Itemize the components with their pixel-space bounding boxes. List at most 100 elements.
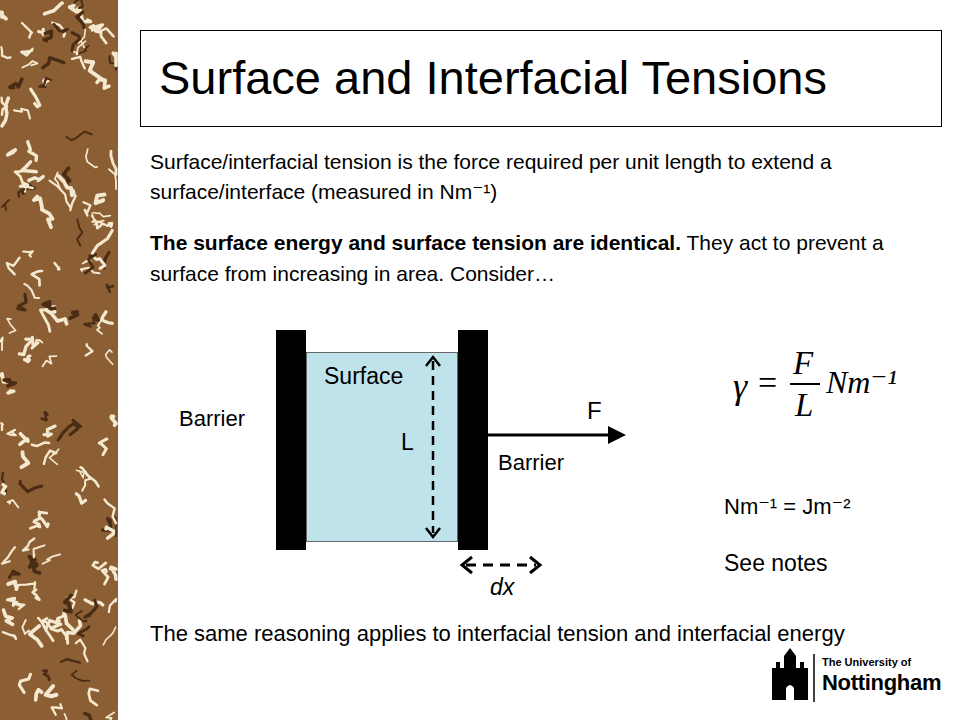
castle-logo bbox=[772, 648, 808, 700]
formula-denominator: L bbox=[795, 387, 813, 423]
texture-squiggle bbox=[8, 391, 14, 393]
length-arrowhead bbox=[426, 357, 440, 366]
fraction-bar bbox=[790, 383, 820, 385]
texture-squiggle bbox=[106, 527, 114, 538]
notes-reference-wrap: See notes bbox=[724, 550, 828, 577]
texture-squiggle bbox=[25, 356, 30, 362]
texture-squiggle bbox=[9, 571, 20, 578]
texture-squiggle bbox=[55, 263, 60, 269]
texture-squiggle bbox=[22, 61, 37, 68]
closing-text: The same reasoning applies to interfacia… bbox=[150, 616, 870, 652]
texture-squiggle bbox=[51, 629, 68, 644]
texture-squiggle bbox=[36, 690, 42, 700]
texture-squiggle bbox=[97, 317, 103, 334]
texture-squiggle bbox=[7, 258, 20, 275]
texture-squiggle bbox=[92, 28, 114, 36]
texture-squiggle bbox=[44, 31, 52, 41]
notes-reference: See notes bbox=[724, 550, 828, 577]
texture-squiggle bbox=[34, 197, 42, 210]
title-box: Surface and Interfacial Tensions bbox=[140, 30, 942, 127]
texture-squiggle bbox=[72, 57, 85, 69]
texture-squiggle bbox=[46, 310, 67, 324]
texture-squiggle bbox=[29, 557, 39, 573]
definition-text-wrap: Surface/interfacial tension is the force… bbox=[150, 147, 920, 207]
texture-squiggle bbox=[93, 562, 106, 569]
formula-gamma-wrap: γ bbox=[733, 365, 747, 407]
texture-squiggle bbox=[104, 712, 115, 720]
texture-squiggle bbox=[39, 78, 51, 87]
texture-squiggle bbox=[64, 614, 73, 630]
texture-squiggle bbox=[28, 142, 37, 161]
texture-squiggle bbox=[7, 430, 15, 436]
unit-equivalence: Nm⁻¹ = Jm⁻² bbox=[724, 494, 851, 520]
statement-text-wrap: The surface energy and surface tension a… bbox=[150, 227, 920, 289]
texture-squiggle bbox=[29, 177, 43, 181]
barrier-label: Barrier bbox=[498, 450, 564, 476]
texture-squiggle bbox=[110, 567, 116, 579]
formula-unit-wrap: Nm⁻¹ bbox=[826, 363, 897, 401]
texture-squiggle bbox=[1, 47, 10, 58]
texture-squiggle bbox=[79, 627, 90, 636]
formula-numerator: F bbox=[793, 345, 813, 381]
formula-unit: Nm⁻¹ bbox=[826, 363, 897, 401]
texture-squiggle bbox=[54, 24, 68, 32]
texture-squiggle bbox=[36, 340, 43, 343]
texture-squiggle bbox=[74, 0, 83, 8]
texture-squiggle bbox=[31, 89, 40, 107]
displacement-label: dx bbox=[490, 574, 514, 601]
texture-squiggle bbox=[66, 132, 91, 141]
formula-gamma: γ bbox=[733, 365, 747, 407]
texture-squiggle bbox=[15, 172, 28, 185]
texture-squiggle bbox=[44, 426, 55, 436]
texture-squiggle bbox=[111, 416, 116, 425]
surface-label: Surface bbox=[324, 363, 403, 390]
texture-squiggle bbox=[72, 671, 90, 681]
texture-squiggle bbox=[72, 33, 80, 51]
barrier-bar: Barrier bbox=[458, 330, 488, 550]
texture-squiggle bbox=[7, 319, 16, 333]
texture-squiggle bbox=[14, 109, 30, 119]
texture-squiggle bbox=[49, 449, 58, 464]
texture-squiggle bbox=[20, 481, 42, 491]
texture-squiggle bbox=[89, 689, 98, 705]
texture-squiggle bbox=[10, 79, 22, 88]
dx-arrowhead bbox=[530, 557, 540, 573]
texture bbox=[0, 0, 116, 720]
dx-arrow bbox=[466, 564, 536, 567]
texture-squiggle bbox=[103, 627, 115, 645]
texture-squiggle bbox=[86, 344, 93, 355]
closing-text-wrap: The same reasoning applies to interfacia… bbox=[150, 616, 870, 652]
texture-squiggle bbox=[77, 220, 82, 246]
formula-equals: = bbox=[758, 364, 777, 402]
texture-squiggle bbox=[42, 210, 53, 228]
texture-squiggle bbox=[18, 294, 26, 310]
texture-squiggle bbox=[2, 200, 9, 210]
definition-text: Surface/interfacial tension is the force… bbox=[150, 147, 920, 207]
texture-strip bbox=[0, 0, 118, 720]
texture-squiggle bbox=[45, 3, 63, 14]
texture-squiggle bbox=[84, 318, 94, 327]
texture-squiggle bbox=[19, 339, 32, 354]
formula-equals-wrap: = bbox=[758, 364, 777, 402]
texture-squiggle bbox=[83, 202, 90, 215]
surface-film: SurfaceL bbox=[306, 352, 458, 542]
texture-squiggle bbox=[97, 79, 109, 88]
texture-squiggle bbox=[34, 545, 45, 557]
texture-squiggle bbox=[30, 522, 40, 528]
force-label-wrap: F bbox=[587, 397, 602, 425]
texture-squiggle bbox=[1, 423, 2, 430]
texture-squiggle bbox=[76, 494, 85, 504]
texture-squiggle bbox=[81, 467, 99, 486]
texture-squiggle bbox=[3, 632, 16, 639]
texture-squiggle bbox=[22, 23, 32, 38]
texture-squiggle bbox=[2, 98, 8, 126]
slide-title: Surface and Interfacial Tensions bbox=[159, 51, 827, 105]
texture-squiggle bbox=[76, 640, 88, 662]
texture-squiggle bbox=[61, 659, 80, 663]
force-label: F bbox=[587, 397, 602, 425]
texture-squiggle bbox=[21, 452, 28, 467]
texture-squiggle bbox=[20, 434, 28, 445]
texture-squiggle bbox=[76, 611, 87, 622]
texture-squiggle bbox=[85, 254, 96, 273]
